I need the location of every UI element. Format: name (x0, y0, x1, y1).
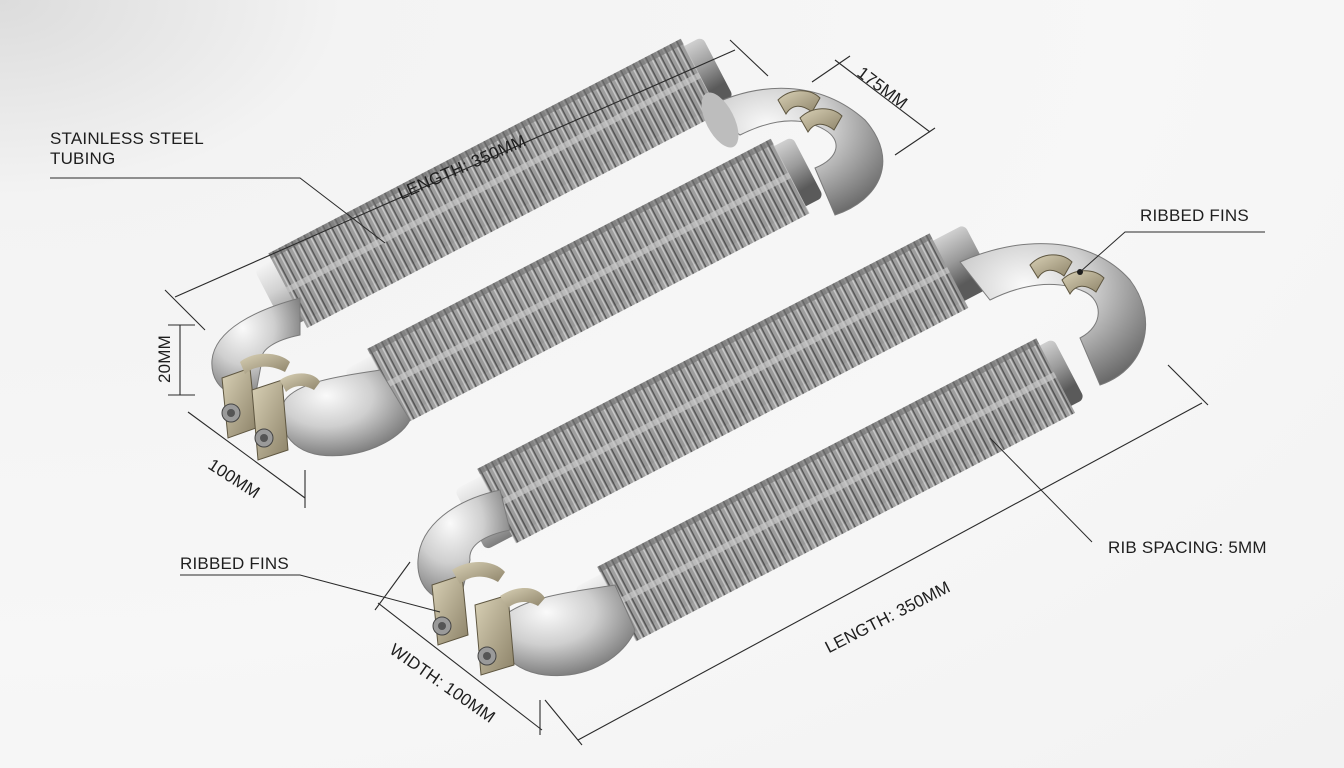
mounting-bracket-far-2 (1029, 254, 1105, 295)
label-ribbed-fins-right: RIBBED FINS (1140, 206, 1249, 225)
label-stainless-steel-tubing: STAINLESS STEEL TUBING (50, 129, 204, 168)
mounting-bracket-far (777, 90, 843, 133)
elbow-near-front (280, 369, 411, 457)
label-dim-20mm: 20MM (155, 334, 174, 383)
dimension-lines (164, 39, 1209, 746)
finned-tube-back (256, 38, 732, 329)
label-ribbed-fins-left: RIBBED FINS (180, 554, 289, 573)
hex-nut-1a (221, 403, 241, 423)
leader-lines (50, 177, 1265, 613)
hex-nut-2b (477, 646, 497, 666)
heat-exchanger-unit-2 (417, 226, 1146, 677)
finned-tube-front-2 (576, 338, 1083, 647)
hex-nut-1b (254, 428, 274, 448)
label-rib-spacing: RIB SPACING: 5MM (1108, 538, 1267, 557)
hex-nut-2a (432, 616, 452, 636)
finned-tube-back-2 (456, 226, 994, 549)
elbow-near-back-2 (417, 489, 511, 602)
finned-tube-front (346, 138, 822, 429)
elbow-near-back (211, 297, 301, 399)
heat-exchanger-unit-1 (211, 38, 884, 461)
